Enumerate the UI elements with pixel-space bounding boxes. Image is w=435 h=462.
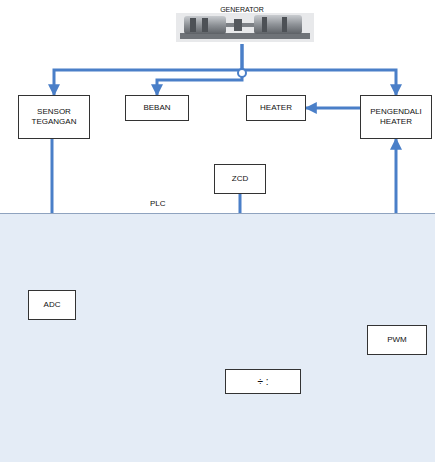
process-box: PWM	[367, 325, 427, 355]
process-box: PENGENDALI HEATER	[360, 95, 432, 139]
signal-arrow	[157, 74, 242, 95]
node-label: PENGENDALI HEATER	[365, 107, 427, 126]
node-label: GENERATOR	[172, 0, 312, 14]
generator-picture	[176, 13, 314, 42]
node-label: ÷ :	[257, 376, 268, 388]
generator-detail	[262, 17, 267, 32]
plc-region: PLC ADC ÷ : PWM	[0, 198, 435, 462]
node-label: PLC	[0, 198, 435, 209]
process-box: ZCD	[214, 164, 266, 194]
motor-detail	[190, 18, 196, 32]
node-label: BEBAN	[143, 103, 170, 113]
motor-body	[184, 16, 226, 34]
picture-ground	[176, 13, 314, 42]
motor-detail	[202, 18, 208, 32]
signal-arrow	[54, 44, 242, 95]
generator-node: GENERATOR	[172, 0, 312, 44]
generator-body	[254, 15, 302, 34]
line-hop	[238, 69, 246, 77]
signal-arrow	[306, 107, 360, 110]
divider-box: ÷ :	[225, 369, 301, 394]
generator-detail	[282, 17, 287, 32]
signal-arrow	[242, 44, 396, 95]
coupling	[234, 19, 242, 31]
process-box: ADC	[28, 290, 76, 320]
process-box: SENSOR TEGANGAN	[18, 95, 90, 139]
node-label: ZCD	[232, 174, 248, 184]
node-label: SENSOR TEGANGAN	[23, 107, 85, 126]
node-label: ADC	[44, 300, 61, 310]
node-label: PWM	[387, 335, 407, 345]
node-label: HEATER	[260, 103, 292, 113]
process-box: HEATER	[246, 95, 306, 121]
process-box: BEBAN	[125, 95, 189, 121]
